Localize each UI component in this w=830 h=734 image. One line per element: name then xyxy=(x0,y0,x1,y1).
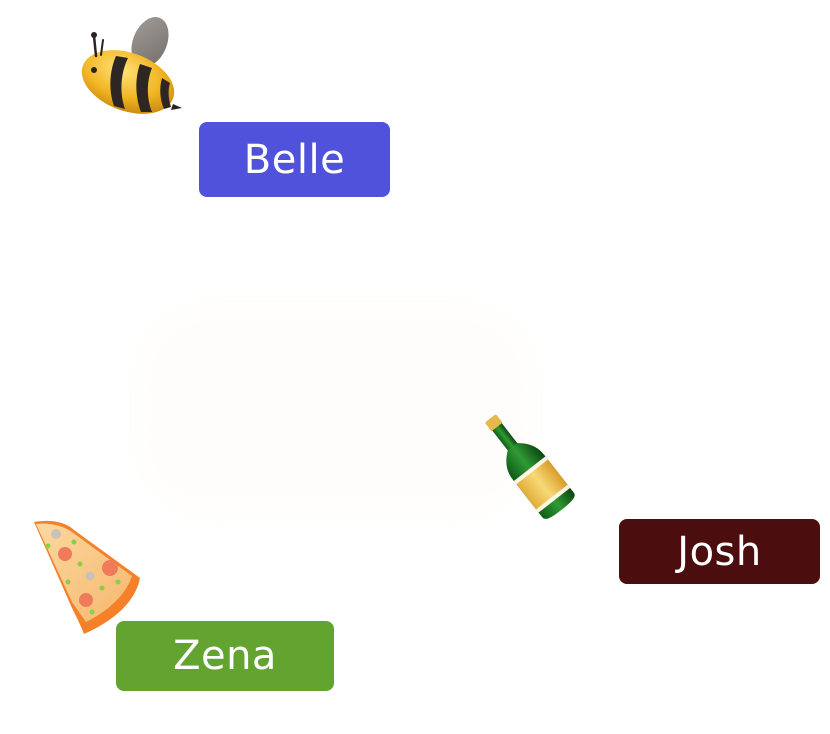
pizza-icon xyxy=(34,520,140,634)
name-tag-zena: Zena xyxy=(116,621,334,691)
name-tag-belle: Belle xyxy=(199,122,390,197)
blank-card xyxy=(158,328,514,493)
bee-icon xyxy=(81,17,182,114)
name-tag-josh: Josh xyxy=(619,519,820,584)
bottle-icon xyxy=(485,414,575,519)
